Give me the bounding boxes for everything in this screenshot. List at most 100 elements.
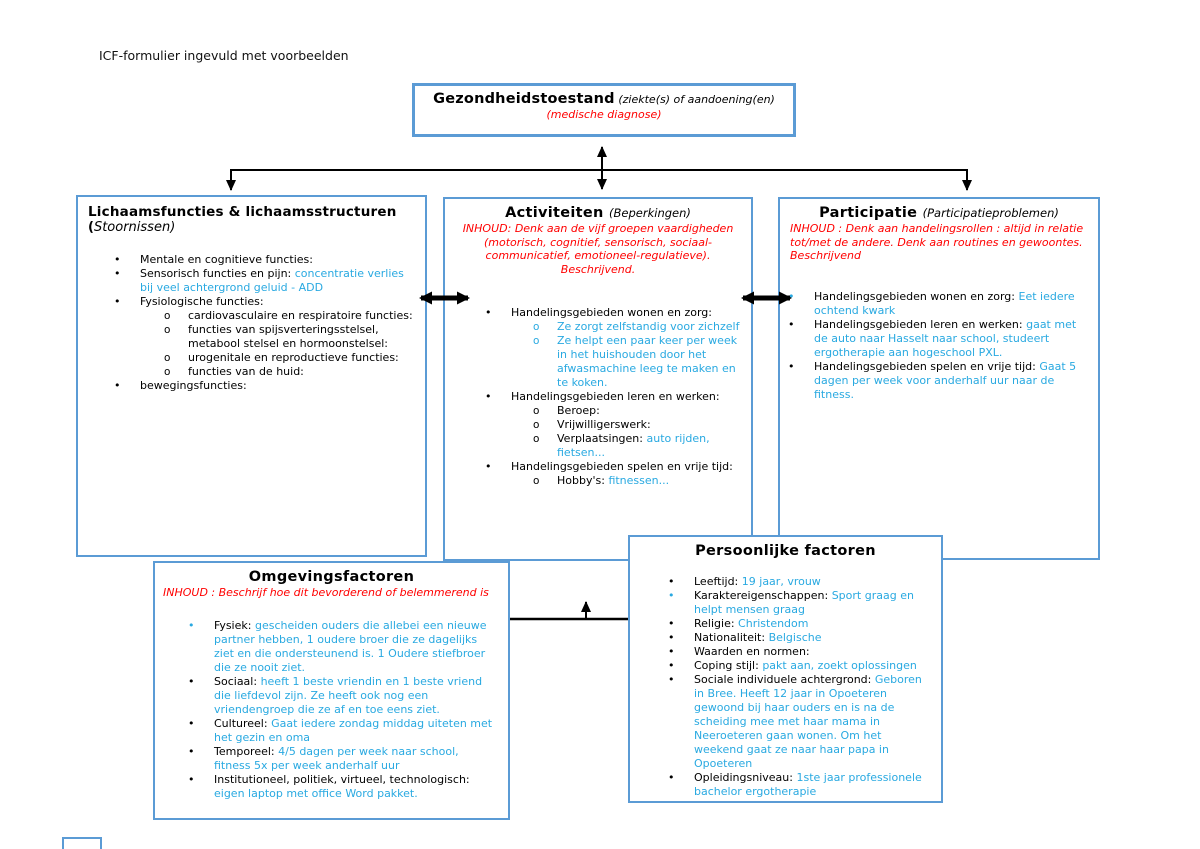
item-label: Handelingsgebieden leren en werken: [511,390,720,403]
list-item: • Sociale individuele achtergrond: Gebor… [630,673,941,771]
bullet-icon: • [485,390,492,403]
item-label: Temporeel: [214,744,275,758]
bullet-icon: • [668,659,675,672]
list-item-text: Sensorisch functies en pijn: concentrati… [140,267,425,295]
participatie-inhoud: INHOUD : Denk aan handelingsrollen : alt… [790,222,1084,262]
item-example: concentratie verlies bij veel achtergron… [140,267,404,294]
box-persoonlijke-factoren: Persoonlijke factoren • Leeftijd: 19 jaa… [628,535,943,803]
list-item-text: Handelingsgebieden leren en werken: gaat… [814,318,1098,360]
item-example: Gaat iedere zondag middag uiteten met he… [214,716,493,744]
list-item-text: functies van de huid: [188,365,425,379]
persoonlijke-factoren-list: • Leeftijd: 19 jaar, vrouw • Karaktereig… [630,575,941,799]
list-item: • Cultureel: Gaat iedere zondag middag u… [155,717,508,745]
item-label: Handelingsgebieden wonen en zorg: [511,306,712,319]
activiteiten-inhoud: INHOUD: Denk aan de vijf groepen vaardig… [462,222,734,276]
item-label: Coping stijl: [694,659,759,672]
bullet-icon: • [114,267,121,280]
item-example: 19 jaar, vrouw [741,575,821,588]
activiteiten-list: • Handelingsgebieden wonen en zorg: o Ze… [445,306,751,488]
list-item-text: Handelingsgebieden spelen en vrije tijd: [511,460,751,474]
list-item-text: Hobby's: fitnessen... [557,474,751,488]
list-item: • Sociaal: heeft 1 beste vriendin en 1 b… [155,675,508,717]
bullet-icon: o [533,405,540,417]
item-example: Ze helpt een paar keer per week in het h… [557,334,738,389]
omgevingsfactoren-list: • Fysiek: gescheiden ouders die allebei … [155,619,508,801]
page-title: ICF-formulier ingevuld met voorbeelden [99,48,349,63]
list-item: • Temporeel: 4/5 dagen per week naar sch… [155,745,508,773]
bullet-icon: • [668,589,675,602]
item-example: gaat met de auto naar Hasselt naar schoo… [814,317,1077,359]
box-activiteiten: Activiteiten (Beperkingen) INHOUD: Denk … [443,197,753,561]
list-item-text: urogenitale en reproductieve functies: [188,351,425,365]
bullet-icon: o [533,419,540,431]
list-item-text: cardiovasculaire en respiratoire functie… [188,309,425,323]
list-item: o Verplaatsingen: auto rijden, fietsen..… [445,432,751,460]
item-label: urogenitale en reproductieve functies: [188,351,399,364]
list-item: o Ze helpt een paar keer per week in het… [445,334,751,390]
list-item: • Fysiek: gescheiden ouders die allebei … [155,619,508,675]
bullet-icon: • [668,771,675,784]
gezondheidstoestand-title-bold: Gezondheidstoestand [433,91,615,107]
gezondheidstoestand-title: Gezondheidstoestand (ziekte(s) of aandoe… [415,91,793,107]
item-label: Sociaal: [214,674,258,688]
bullet-icon: o [164,310,171,322]
bullet-icon: o [164,352,171,364]
bullet-icon: o [164,366,171,378]
item-example: pakt aan, zoekt oplossingen [762,659,917,672]
bullet-icon: • [668,631,675,644]
item-label: Fysiologische functies: [140,295,264,308]
list-item-text: Handelingsgebieden wonen en zorg: Eet ie… [814,290,1098,318]
subtitle-italic: Stoornissen) [93,220,176,235]
bullet-icon: • [188,716,195,730]
list-item-text: Sociaal: heeft 1 beste vriendin en 1 bes… [214,675,508,717]
bullet-icon: • [188,618,195,632]
bullet-icon: • [788,289,795,303]
list-item-text: Nationaliteit: Belgische [694,631,941,645]
item-label: Religie: [694,617,735,630]
bullet-icon: • [114,379,121,392]
list-item: o Ze zorgt zelfstandig voor zichzelf [445,320,751,334]
item-label: Sociale individuele achtergrond: [694,673,872,686]
item-label: Leeftijd: [694,575,739,588]
persoonlijke-factoren-title: Persoonlijke factoren [695,543,876,559]
item-label: Fysiek: [214,618,252,632]
item-label: Sensorisch functies en pijn: [140,267,292,280]
item-label: bewegingsfuncties: [140,379,247,392]
lichaamsfuncties-subtitle: (Stoornissen) [78,220,425,235]
participatie-title: Participatie (Participatieproblemen) [780,199,1098,221]
item-example: eigen laptop met office Word pakket. [214,786,418,800]
participatie-title-bold: Participatie [819,205,918,221]
bullet-icon: • [485,460,492,473]
activiteiten-title-bold: Activiteiten [505,205,604,221]
lichaamsfuncties-list: • Mentale en cognitieve functies: • Sens… [78,253,425,393]
list-item: • Handelingsgebieden spelen en vrije tij… [780,360,1098,402]
list-item: o Beroep: [445,404,751,418]
bullet-icon: • [668,575,675,588]
list-item-text: Sociale individuele achtergrond: Geboren… [694,673,941,771]
item-label: Opleidingsniveau: [694,771,793,784]
list-item-text: Temporeel: 4/5 dagen per week naar schoo… [214,745,508,773]
bullet-icon: o [533,321,540,333]
omgevingsfactoren-inhoud: INHOUD : Beschrijf hoe dit bevorderend o… [163,586,489,599]
bullet-icon: • [188,772,195,786]
list-item-text: Beroep: [557,404,751,418]
list-item-text: bewegingsfuncties: [140,379,425,393]
item-label: cardiovasculaire en respiratoire functie… [188,309,413,322]
list-item-text: Ze zorgt zelfstandig voor zichzelf [557,320,751,334]
item-label: Cultureel: [214,716,268,730]
bullet-icon: • [668,673,675,686]
list-item: • Waarden en normen: [630,645,941,659]
item-label: Handelingsgebieden spelen en vrije tijd: [814,359,1036,373]
item-label: Institutioneel, politiek, virtueel, tech… [214,772,470,786]
list-item-text: Fysiek: gescheiden ouders die allebei ee… [214,619,508,675]
list-item: • bewegingsfuncties: [78,379,425,393]
item-label: Mentale en cognitieve functies: [140,253,313,266]
item-example: Ze zorgt zelfstandig voor zichzelf [557,320,740,333]
list-item: • Sensorisch functies en pijn: concentra… [78,267,425,295]
item-example: 1ste jaar professionele bachelor ergothe… [694,771,922,798]
item-label: Handelingsgebieden spelen en vrije tijd: [511,460,733,473]
bullet-icon: • [188,744,195,758]
bullet-icon: o [533,475,540,487]
bullet-icon: • [788,359,795,373]
